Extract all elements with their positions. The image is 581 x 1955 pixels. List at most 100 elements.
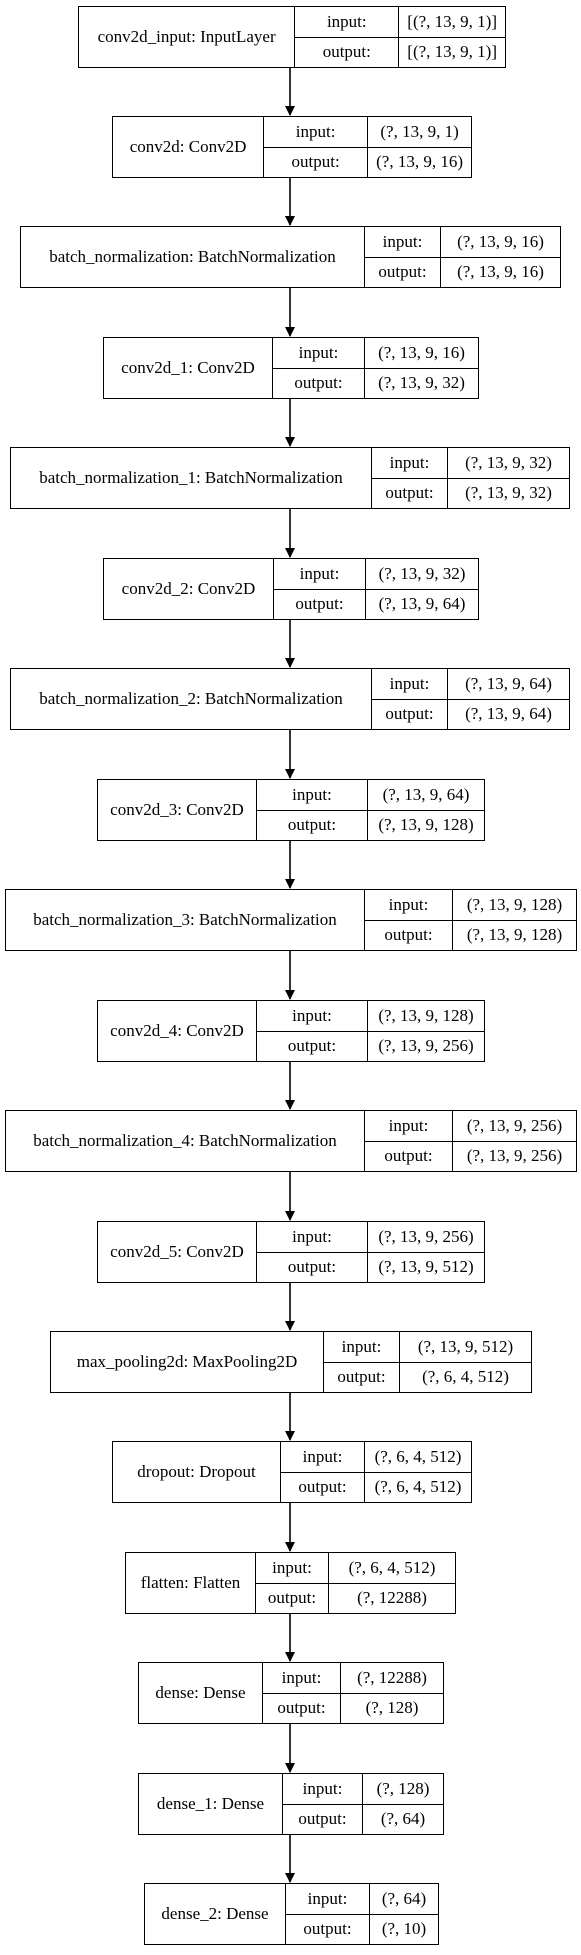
input-shape: (?, 64) — [381, 1888, 427, 1908]
input-shape: (?, 12288) — [357, 1667, 427, 1687]
layer-io: input:(?, 13, 9, 512)output:(?, 6, 4, 51… — [324, 1332, 531, 1392]
output-label: output: — [263, 1693, 341, 1723]
output-label: output: — [365, 257, 441, 287]
input-row: input:(?, 13, 9, 32) — [274, 559, 478, 589]
output-label: output: — [365, 920, 453, 950]
layer-node: batch_normalization_1: BatchNormalizatio… — [10, 447, 570, 509]
layer-name: conv2d: Conv2D — [113, 117, 265, 177]
input-row: input:(?, 64) — [286, 1884, 438, 1914]
output-row: output:(?, 13, 9, 512) — [257, 1251, 484, 1282]
input-label: input: — [372, 669, 448, 699]
layer-name: conv2d_3: Conv2D — [98, 780, 257, 840]
input-label: input: — [365, 227, 441, 257]
output-label: output: — [257, 1031, 368, 1061]
layer-name: batch_normalization_4: BatchNormalizatio… — [6, 1111, 365, 1171]
input-label: input: — [257, 780, 368, 810]
output-shape: [(?, 13, 9, 1)] — [407, 42, 497, 62]
output-row: output: (?, 13, 9, 64) — [274, 588, 478, 619]
input-shape: (?, 13, 9, 32) — [465, 452, 552, 472]
layer-name: dense_1: Dense — [139, 1774, 283, 1834]
layer-name: batch_normalization_2: BatchNormalizatio… — [11, 669, 372, 729]
input-shape: (?, 13, 9, 1) — [380, 121, 459, 141]
layer-node: batch_normalization_3: BatchNormalizatio… — [5, 889, 577, 951]
input-shape: [(?, 13, 9, 1)] — [407, 11, 497, 31]
output-shape: (?, 13, 9, 128) — [378, 815, 474, 835]
layer-io: input:(?, 13, 9, 16)output:(?, 13, 9, 32… — [273, 338, 478, 398]
output-shape: (?, 13, 9, 256) — [466, 1146, 563, 1166]
output-label: output: — [281, 1472, 365, 1502]
output-row: output:(?, 6, 4, 512) — [281, 1471, 471, 1502]
output-label: output: — [365, 1141, 453, 1171]
layer-io: input:(?, 6, 4, 512)output:(?, 6, 4, 512… — [281, 1442, 471, 1502]
layer-io: input:(?, 13, 9, 64)output:(?, 13, 9, 64… — [372, 669, 569, 729]
output-row: output:(?, 6, 4, 512) — [324, 1361, 531, 1392]
layer-name: conv2d_4: Conv2D — [98, 1001, 257, 1061]
output-label: output: — [372, 478, 448, 508]
input-row: input:(?, 13, 9, 128) — [257, 1001, 484, 1031]
output-shape: (?, 13, 9, 256) — [378, 1036, 474, 1056]
output-label: output: — [257, 1252, 368, 1282]
output-shape: (?, 13, 9, 64) — [465, 704, 552, 724]
output-shape: (?, 13, 9, 64) — [378, 594, 466, 614]
input-label: input: — [256, 1553, 329, 1583]
output-row: output:(?, 13, 9, 16) — [365, 256, 560, 287]
input-row: input:(?, 13, 9, 64) — [257, 780, 484, 810]
input-row: input:(?, 6, 4, 512) — [256, 1553, 455, 1583]
layer-io: input:[(?, 13, 9, 1)]output:[(?, 13, 9, … — [295, 7, 505, 67]
input-label: input: — [274, 559, 366, 589]
layer-name: conv2d_2: Conv2D — [104, 559, 274, 619]
layer-node: batch_normalization_2: BatchNormalizatio… — [10, 668, 570, 730]
output-shape: (?, 13, 9, 32) — [465, 483, 552, 503]
output-row: output:[(?, 13, 9, 1)] — [295, 36, 505, 67]
layer-io: input:(?, 6, 4, 512)output:(?, 12288) — [256, 1553, 455, 1613]
output-row: output: (?, 128) — [263, 1692, 443, 1723]
input-row: input:(?, 12288) — [263, 1663, 443, 1693]
output-label: output: — [286, 1914, 370, 1944]
layer-io: input:(?, 64)output: (?, 10) — [286, 1884, 438, 1944]
input-label: input: — [372, 448, 448, 478]
layer-name: dropout: Dropout — [113, 1442, 281, 1502]
output-label: output: — [274, 589, 366, 619]
output-shape: (?, 13, 9, 128) — [466, 925, 563, 945]
layer-io: input:(?, 13, 9, 128)output: (?, 13, 9, 1… — [365, 890, 576, 950]
layer-name: batch_normalization_3: BatchNormalizatio… — [6, 890, 365, 950]
output-shape: (?, 13, 9, 32) — [378, 373, 465, 393]
layer-io: input:(?, 13, 9, 256)output:(?, 13, 9, 2… — [365, 1111, 576, 1171]
input-shape: (?, 128) — [376, 1778, 430, 1798]
output-shape: (?, 12288) — [357, 1588, 427, 1608]
output-row: output: (?, 13, 9, 128) — [365, 919, 576, 950]
input-label: input: — [257, 1222, 368, 1252]
layer-name: batch_normalization: BatchNormalization — [21, 227, 365, 287]
input-row: input:(?, 6, 4, 512) — [281, 1442, 471, 1472]
layer-name: conv2d_1: Conv2D — [104, 338, 273, 398]
layer-io: input:(?, 13, 9, 64)output:(?, 13, 9, 12… — [257, 780, 484, 840]
input-row: input:(?, 13, 9, 256) — [257, 1222, 484, 1252]
input-row: input:(?, 13, 9, 128) — [365, 890, 576, 920]
output-label: output: — [283, 1804, 363, 1834]
output-shape: (?, 10) — [381, 1919, 427, 1939]
input-shape: (?, 13, 9, 512) — [417, 1336, 514, 1356]
output-row: output: (?, 13, 9, 256) — [257, 1030, 484, 1061]
layer-io: input:(?, 13, 9, 128)output: (?, 13, 9, 2… — [257, 1001, 484, 1061]
output-shape: (?, 128) — [365, 1698, 419, 1718]
input-shape: (?, 13, 9, 128) — [378, 1005, 474, 1025]
layer-io: input:(?, 12288)output: (?, 128) — [263, 1663, 443, 1723]
output-row: output: (?, 64) — [283, 1803, 443, 1834]
output-row: output: (?, 13, 9, 32) — [273, 367, 478, 398]
layer-io: input:(?, 128)output:(?, 64) — [283, 1774, 443, 1834]
input-row: input:(?, 13, 9, 1) — [264, 117, 471, 147]
layer-name: conv2d_input: InputLayer — [79, 7, 296, 67]
input-label: input: — [273, 338, 365, 368]
input-row: input:(?, 13, 9, 16) — [365, 227, 560, 257]
output-label: output: — [273, 368, 365, 398]
layer-name: conv2d_5: Conv2D — [98, 1222, 257, 1282]
input-shape: (?, 6, 4, 512) — [374, 1446, 462, 1466]
output-shape: (?, 64) — [380, 1809, 426, 1829]
output-row: output:(?, 13, 9, 128) — [257, 809, 484, 840]
